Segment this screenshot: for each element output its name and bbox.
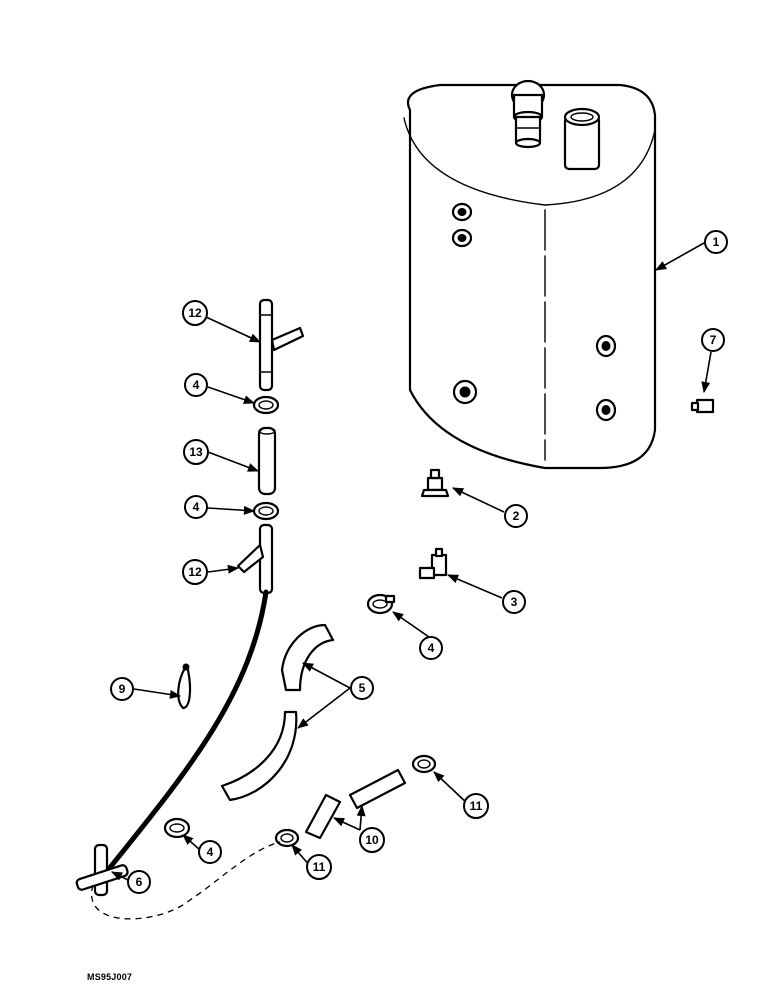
long-hose [97,589,269,883]
tube-part-10-left [304,793,342,840]
callout-label-13: 13 [189,445,203,459]
callout-label-2: 2 [513,509,520,523]
hose-clamp-part-11-right [411,754,437,774]
callout-4-upper: 4 [184,373,208,397]
hose-clamp-part-4-upper [252,395,280,415]
hose-clamp-part-11-left [274,828,300,848]
hose-part-5-lower [220,710,298,802]
callout-label-4-right: 4 [428,641,435,655]
strap-part-9 [177,663,192,710]
callout-4-lower: 4 [198,840,222,864]
filler-neck [510,79,546,149]
callout-9: 9 [110,677,134,701]
hose-clamp-part-4-lower [163,817,191,839]
callout-label-5: 5 [359,681,366,695]
callout-label-9: 9 [119,682,126,696]
callout-6: 6 [127,870,151,894]
callout-label-6: 6 [136,875,143,889]
callout-12-lower: 12 [182,559,208,585]
tube-part-13 [257,426,277,496]
callout-label-10: 10 [365,833,379,847]
callout-label-12-lower: 12 [188,565,202,579]
leader-lines [110,242,712,881]
hose-clamp-part-4-right [366,593,396,615]
callout-label-11-right: 11 [470,799,483,813]
callout-13: 13 [183,439,209,465]
dashed-connection [90,841,281,920]
callout-label-4-middle: 4 [193,500,200,514]
tube-part-10-right [348,768,407,810]
tank-ports [451,202,617,422]
elbow-fitting-part-3 [418,547,448,580]
callout-2: 2 [504,504,528,528]
callout-label-3: 3 [511,595,518,609]
callout-1: 1 [704,230,728,254]
tee-fitting-part-12-upper [258,298,305,392]
callout-label-4-upper: 4 [193,378,200,392]
callout-3: 3 [502,590,526,614]
hose-clamp-part-4-middle [252,501,280,521]
callout-label-12-upper: 12 [188,306,202,320]
reservoir-tank [403,79,657,470]
callout-4-middle: 4 [184,495,208,519]
callout-7: 7 [701,328,725,352]
plug-part-7 [690,398,715,414]
callout-11-right: 11 [463,793,489,819]
breather-cap [563,107,601,171]
tee-fitting-part-12-lower [236,523,274,595]
callout-label-4-lower: 4 [207,845,214,859]
hose-part-5-upper [280,623,335,692]
callout-4-right: 4 [419,636,443,660]
callout-12-upper: 12 [182,300,208,326]
cross-fitting-part-6 [75,843,129,897]
callout-5: 5 [350,676,374,700]
fitting-part-2 [420,468,450,498]
callout-label-7: 7 [710,333,717,347]
callout-11-left: 11 [306,854,332,880]
figure-code: MS95J007 [87,972,133,982]
callout-label-1: 1 [713,235,720,249]
callout-10: 10 [359,827,385,853]
callout-label-11-left: 11 [313,860,326,874]
